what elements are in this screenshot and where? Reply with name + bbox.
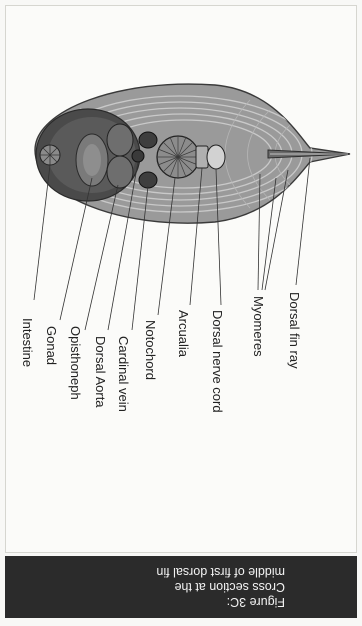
- label-myomeres: Myomeres: [251, 296, 266, 357]
- dorsal-aorta-shape: [132, 150, 144, 162]
- label-dorsal-aorta: Dorsal Aorta: [93, 336, 108, 408]
- dorsal-nerve-cord-shape: [207, 145, 225, 169]
- figure-caption: Figure 3C: Cross section at the middle o…: [5, 556, 357, 618]
- label-gonad: Gonad: [44, 326, 59, 365]
- cardinal-vein-upper: [139, 132, 157, 148]
- label-opisthoneph: Opisthoneph: [68, 326, 83, 400]
- label-cardinal-vein: Cardinal vein: [116, 336, 131, 412]
- label-arcualia: Arcualia: [176, 310, 191, 358]
- cardinal-vein-lower: [139, 172, 157, 188]
- caption-line-3: middle of first dorsal fin: [5, 565, 285, 580]
- caption-line-1: Figure 3C:: [5, 595, 285, 610]
- label-dorsal-nerve-cord: Dorsal nerve cord: [210, 310, 225, 413]
- label-notochord: Notochord: [143, 320, 158, 380]
- opisthoneph-lower: [107, 156, 133, 188]
- label-dorsal-fin-ray: Dorsal fin ray: [287, 292, 302, 369]
- figure-caption-bar: Figure 3C: Cross section at the middle o…: [5, 556, 357, 618]
- opisthoneph-upper: [107, 124, 133, 156]
- caption-line-2: Cross section at the: [5, 580, 285, 595]
- label-intestine: Intestine: [20, 318, 35, 367]
- arcualia-shape: [196, 146, 208, 168]
